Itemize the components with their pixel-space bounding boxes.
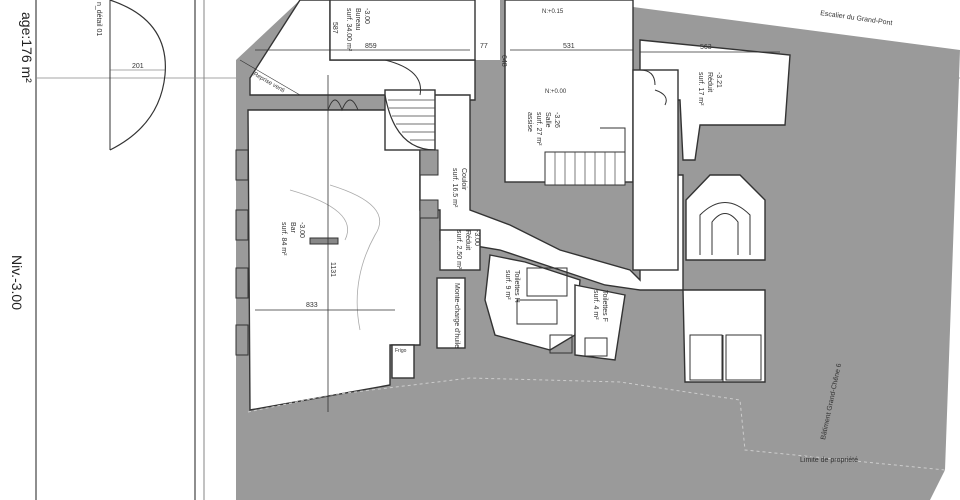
bar-level: -3.00 [298,222,305,238]
bureau-name: Bureau [354,8,361,31]
property-limit-note: Limite de propriété [800,457,858,464]
left-margin-strip: age:176 m² Niv.-3.00 [9,0,960,500]
structural-lines [235,49,946,471]
room-labels: -3.00 Bureau surf. 34.00 m² -3.21 Réduit… [280,8,722,354]
couloir-area: surf. 16.5 m² [451,168,458,208]
reduit-small-level: -3.00 [473,230,480,246]
reduit-small-name: Réduit [464,230,471,250]
toilettes-h-area: surf. 9 m² [504,270,511,300]
margin-area-label: age:176 m² [19,12,35,83]
toilettes-f-name: Toilettes F [601,290,608,322]
dim-531: 531 [563,43,575,50]
dim-563: 563 [700,44,712,51]
arc-detail: 201 n_détail 01 [95,0,166,151]
bureau-area: surf. 34.00 m² [345,8,352,52]
toilettes-h-name: Toilettes H [513,270,520,303]
room-voids [247,0,791,411]
dim-859: 859 [365,43,377,50]
salle-level: -3.26 [553,112,560,128]
salle-area: surf. 27 m² [535,112,542,146]
detail-label: n_détail 01 [95,2,102,36]
reduit-tr-level: -3.21 [715,72,722,88]
mezz-level-note: N:+0.15 [542,9,564,15]
dim-833: 833 [306,302,318,309]
frigo-name: Frigo [395,348,407,354]
couloir-name: Couloir [460,168,467,191]
reduit-small-area: surf. 2.50 m² [455,230,462,270]
reduit-tr-area: surf. 17 m² [697,72,704,106]
dim-587: 587 [331,22,338,34]
bureau-level: -3.00 [363,8,370,24]
bar-area: surf. 84 m² [280,222,287,256]
bar-name: Bar [289,222,296,234]
monte-charge-name: Monte-charge d'huile [453,283,460,348]
dim-77: 77 [480,43,488,50]
salle-name: Salle [544,112,551,128]
arc-dimension: 201 [132,63,144,70]
salle-level-note: N:+0.00 [545,89,567,95]
dim-1131: 1131 [329,262,336,277]
dimension-labels: 859 77 531 563 587 648 1131 833 [306,22,712,309]
margin-level-label: Niv.-3.00 [9,255,25,310]
dim-648: 648 [500,55,507,67]
reduit-tr-name: Réduit [706,72,713,92]
salle-extra: assise [526,112,533,132]
toilettes-f-area: surf. 4 m² [592,290,599,320]
